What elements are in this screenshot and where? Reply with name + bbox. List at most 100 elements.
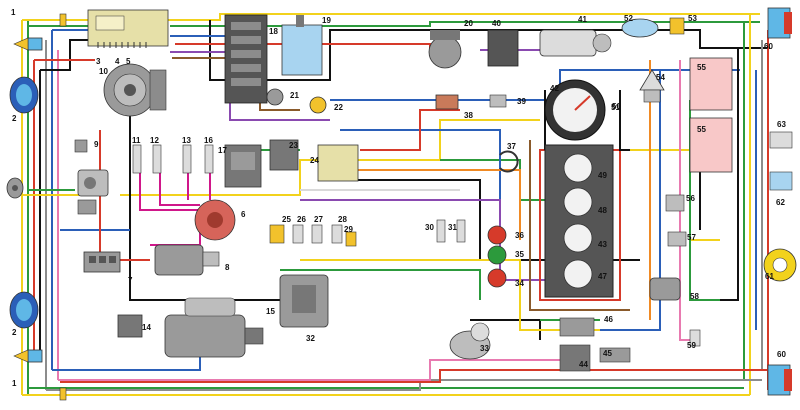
label-16: 16 <box>204 136 213 145</box>
switch-41 <box>539 29 612 57</box>
label-50: 50 <box>612 102 621 111</box>
relay-38 <box>435 94 459 110</box>
label-58: 58 <box>690 292 699 301</box>
label-59: 59 <box>687 341 696 350</box>
label-53: 53 <box>688 14 697 23</box>
label-44: 44 <box>579 360 588 369</box>
label-12: 12 <box>150 136 159 145</box>
relay-55-bottom <box>689 117 733 173</box>
lamp-33 <box>449 322 491 360</box>
switch-56 <box>665 194 685 212</box>
label-2-bottom: 2 <box>12 328 17 337</box>
label-55-top: 55 <box>697 63 706 72</box>
label-40: 40 <box>492 19 501 28</box>
label-2-top: 2 <box>12 114 17 123</box>
label-41: 41 <box>578 15 587 24</box>
label-4: 4 <box>115 57 120 66</box>
headlight-left <box>9 76 39 114</box>
label-52: 52 <box>624 14 633 23</box>
warning-lamps <box>487 225 507 288</box>
rear-light-top <box>767 7 792 39</box>
wire-bottom-gray <box>46 379 762 391</box>
label-25: 25 <box>282 215 291 224</box>
side-repeater-front-right <box>13 349 67 401</box>
label-24: 24 <box>310 156 319 165</box>
connector-block-24 <box>317 144 359 182</box>
wire-bottom-pink <box>58 359 560 381</box>
label-43: 43 <box>598 240 607 249</box>
label-21: 21 <box>290 91 299 100</box>
sensor-39 <box>489 94 507 108</box>
light-switch-32 <box>279 274 329 328</box>
connector-61 <box>763 248 797 282</box>
components <box>6 7 797 401</box>
label-13: 13 <box>182 136 191 145</box>
label-37: 37 <box>507 142 516 151</box>
horn <box>6 177 24 199</box>
module-44 <box>559 344 591 372</box>
wire-ignition-lead <box>139 170 211 246</box>
side-repeater-front-left <box>13 13 67 51</box>
relay-block-top <box>87 9 169 48</box>
wire-top-black <box>40 20 770 81</box>
label-19: 19 <box>322 16 331 25</box>
relay-14 <box>117 314 143 338</box>
label-8: 8 <box>225 263 230 272</box>
label-60-bottom: 60 <box>777 350 786 359</box>
label-29: 29 <box>344 225 353 234</box>
label-9: 9 <box>94 140 99 149</box>
washer-reservoir <box>281 15 323 76</box>
connector-block-7 <box>83 251 121 273</box>
label-38: 38 <box>464 111 473 120</box>
switch-37 <box>499 150 519 173</box>
wiper-motor <box>428 30 462 69</box>
ignition-coil <box>154 244 220 276</box>
control-unit-40 <box>487 29 519 67</box>
label-15: 15 <box>266 307 275 316</box>
label-1-top: 1 <box>11 8 16 17</box>
label-46: 46 <box>604 315 613 324</box>
label-55-bottom: 55 <box>697 125 706 134</box>
fuse-box <box>224 14 268 104</box>
label-60-top: 60 <box>764 42 773 51</box>
horn-button-52 <box>621 18 659 38</box>
switch-53 <box>669 17 685 35</box>
label-5: 5 <box>126 57 131 66</box>
sensor-59 <box>689 329 701 347</box>
switch-23 <box>269 139 299 171</box>
wire-bottom-red <box>60 369 768 383</box>
label-49: 49 <box>598 171 607 180</box>
label-22: 22 <box>334 103 343 112</box>
wire-mid-blue <box>60 129 501 231</box>
starter-motor <box>164 297 264 358</box>
label-62: 62 <box>776 198 785 207</box>
label-61: 61 <box>765 272 774 281</box>
label-57: 57 <box>687 233 696 242</box>
module-45 <box>599 347 631 363</box>
module-46 <box>559 317 595 337</box>
label-17: 17 <box>218 146 227 155</box>
sensor-9 <box>74 139 109 215</box>
wire-cluster-brown <box>529 140 630 311</box>
wire-mid-yellow <box>22 119 540 196</box>
label-31: 31 <box>448 223 457 232</box>
distributor <box>194 199 236 241</box>
generator <box>103 63 167 117</box>
label-27: 27 <box>314 215 323 224</box>
label-1-bottom: 1 <box>12 379 17 388</box>
label-34: 34 <box>515 279 524 288</box>
label-7: 7 <box>128 276 133 285</box>
switch-54 <box>639 69 665 103</box>
label-14: 14 <box>142 323 151 332</box>
label-45: 45 <box>603 349 612 358</box>
label-63: 63 <box>777 120 786 129</box>
label-47: 47 <box>598 272 607 281</box>
rear-light-bottom <box>767 364 792 396</box>
sensor-21 <box>266 88 284 106</box>
label-20: 20 <box>464 19 473 28</box>
spark-plugs <box>132 144 214 174</box>
label-18: 18 <box>269 27 278 36</box>
switch-57 <box>667 231 687 247</box>
label-23: 23 <box>289 141 298 150</box>
label-3: 3 <box>96 57 101 66</box>
